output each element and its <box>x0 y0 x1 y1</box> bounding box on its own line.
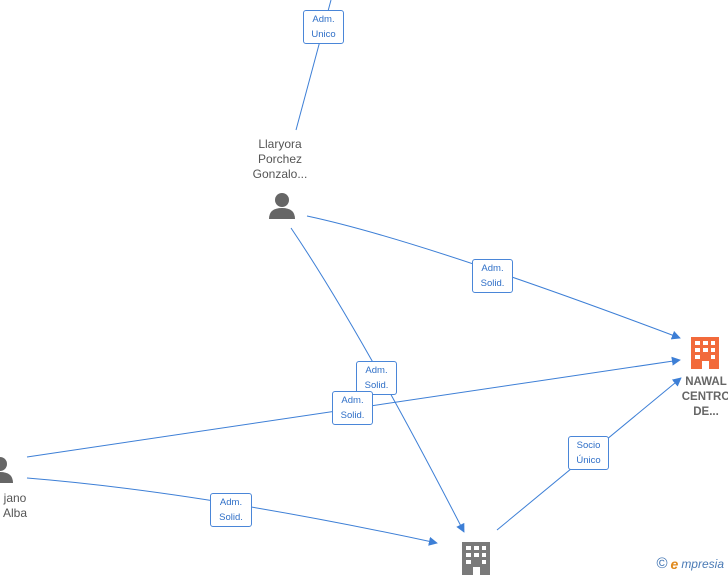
person-left-label[interactable]: jano Alba <box>0 491 40 521</box>
edge-line-person-to-bottom <box>290 227 465 533</box>
company-main-label-line: NAWAL <box>685 376 727 388</box>
edge-label-line: Único <box>576 455 601 466</box>
edge-label-line: Socio <box>576 440 601 451</box>
edge-label-adm-unico[interactable]: Adm. Unico <box>303 10 344 44</box>
person-icon-left[interactable] <box>0 457 13 483</box>
company-main-label[interactable]: NAWAL CENTRO DE... <box>676 375 728 420</box>
edge-label-line: Adm. <box>481 263 504 274</box>
company-main-label-line: CENTRO <box>681 391 728 403</box>
edge-label-line: Solid. <box>364 380 389 391</box>
empresia-logo-initial: e <box>670 555 679 572</box>
person-top-label-line: Llaryora <box>258 137 302 151</box>
edge-label-adm-solid[interactable]: Adm. Solid. <box>332 391 373 425</box>
edge-label-adm-solid[interactable]: Adm. Solid. <box>472 259 513 293</box>
company-main-label-line: DE... <box>693 406 719 418</box>
building-icon-main[interactable] <box>691 337 719 369</box>
person-top-label-line: Porchez <box>257 152 303 166</box>
person-icon[interactable] <box>269 193 295 219</box>
edge-label-adm-solid[interactable]: Adm. Solid. <box>210 493 252 527</box>
person-left-label-line: jano <box>3 491 27 505</box>
edge-label-line: Solid. <box>219 512 243 523</box>
empresia-logo-text: mpresia <box>681 556 724 571</box>
building-icon-bottom[interactable] <box>462 542 490 575</box>
edge-label-line: Adm. <box>365 365 388 376</box>
person-left-label-line: Alba <box>2 506 28 520</box>
edge-label-line: Adm. <box>341 395 364 406</box>
edge-label-socio-unico[interactable]: Socio Único <box>568 436 609 470</box>
copyright-icon: © <box>656 555 668 572</box>
edge-label-adm-solid[interactable]: Adm. Solid. <box>356 361 397 395</box>
person-top-label[interactable]: Llaryora Porchez Gonzalo... <box>240 137 320 182</box>
edge-label-line: Solid. <box>340 410 365 421</box>
edge-label-line: Solid. <box>480 278 505 289</box>
edge-line-person-to-main <box>306 215 681 340</box>
person-top-label-line: Gonzalo... <box>252 167 308 181</box>
edge-label-line: Adm. <box>219 497 243 508</box>
edge-label-line: Unico <box>311 29 336 40</box>
edge-label-line: Adm. <box>312 14 335 25</box>
